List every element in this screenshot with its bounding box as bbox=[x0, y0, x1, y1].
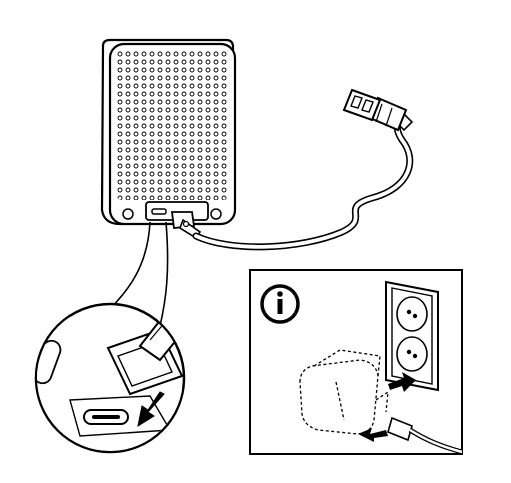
port-zoom-detail bbox=[30, 222, 196, 460]
info-icon bbox=[262, 286, 298, 322]
wall-power-adapter-inset bbox=[250, 270, 462, 454]
speaker-device bbox=[102, 40, 235, 224]
wall-socket bbox=[386, 282, 438, 390]
usb-a-plug bbox=[344, 90, 406, 130]
